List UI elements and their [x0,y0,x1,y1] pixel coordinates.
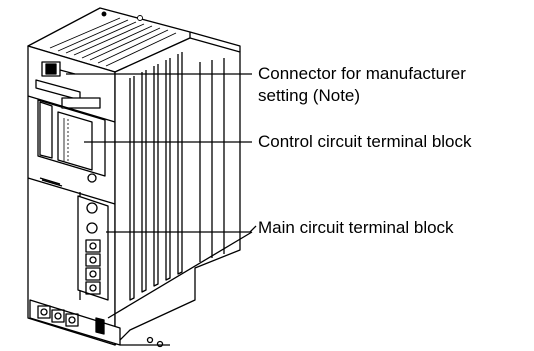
leader-main-block-lower [107,231,253,319]
leader-main-block-upper [106,225,257,233]
label-connector-line-2: setting (Note) [258,86,361,105]
bottom-terminals [29,299,170,348]
label-main-terminal-block: Main circuit terminal block [258,218,454,237]
label-control-terminal-block: Control circuit terminal block [258,132,472,151]
leader-lines [66,73,257,319]
main-terminal-block-drawing [77,195,109,301]
side-fins [129,52,225,301]
label-connector-line-1: Connector for manufacturer [258,64,466,83]
control-terminal-block-drawing [37,97,106,187]
top-vents [49,11,177,67]
